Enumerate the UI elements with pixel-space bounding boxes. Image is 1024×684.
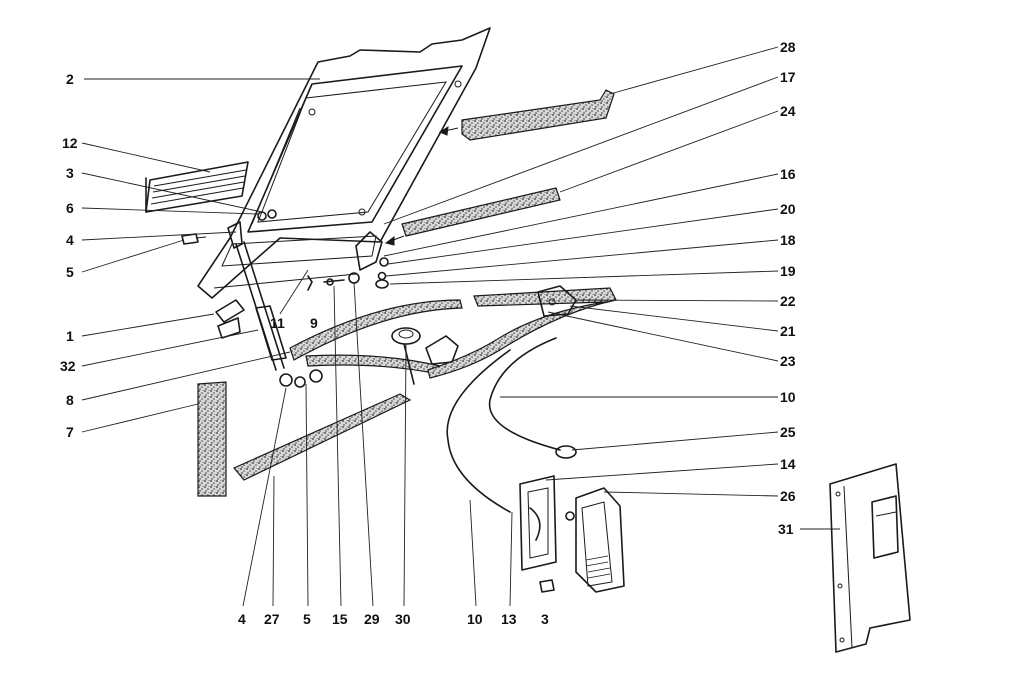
- callout-27: 27: [264, 611, 280, 627]
- callouts-inline: 11 9: [270, 315, 318, 331]
- callout-30: 30: [395, 611, 411, 627]
- handle-bezel: [519, 475, 557, 571]
- callout-2: 2: [66, 71, 74, 87]
- callout-5-bottom: 5: [303, 611, 311, 627]
- callout-7: 7: [66, 424, 74, 440]
- release-cable-outer: [446, 349, 511, 513]
- bracket-1: [215, 299, 245, 339]
- callout-10-bottom: 10: [467, 611, 483, 627]
- callout-8: 8: [66, 392, 74, 408]
- callout-15: 15: [332, 611, 348, 627]
- callout-29: 29: [364, 611, 380, 627]
- lid-frame: [197, 27, 491, 299]
- callout-9: 9: [310, 315, 318, 331]
- hinge-assembly: [348, 231, 389, 289]
- callout-19: 19: [780, 263, 796, 279]
- leader-lines: [81, 46, 840, 607]
- callouts-left: 2 12 3 6 4 5 1 32 8 7: [60, 71, 78, 440]
- weatherstrip: [289, 287, 617, 379]
- callouts-right: 28 17 24 16 20 18 19 22 21 23 10 25 14 2…: [778, 39, 796, 537]
- callout-23: 23: [780, 353, 796, 369]
- callout-12: 12: [62, 135, 78, 151]
- callout-28: 28: [780, 39, 796, 55]
- callout-31: 31: [778, 521, 794, 537]
- seal-24: [401, 187, 561, 237]
- handle-26: [565, 487, 625, 593]
- foam-pad-7: [197, 381, 227, 497]
- louver-grille: [145, 161, 249, 213]
- callout-14: 14: [780, 456, 796, 472]
- foam-strip-27: [233, 393, 412, 481]
- callout-22: 22: [780, 293, 796, 309]
- callout-16: 16: [780, 166, 796, 182]
- callout-13: 13: [501, 611, 517, 627]
- seal-28: [461, 89, 615, 141]
- callout-18: 18: [780, 232, 796, 248]
- latch-assembly: [537, 285, 577, 317]
- callout-11: 11: [270, 315, 285, 331]
- callout-26: 26: [780, 488, 796, 504]
- callout-32: 32: [60, 358, 76, 374]
- callout-4-bottom: 4: [238, 611, 246, 627]
- callout-21: 21: [780, 323, 796, 339]
- gas-strut: [235, 241, 323, 388]
- release-cable-inner: [488, 337, 561, 451]
- callout-3: 3: [66, 165, 74, 181]
- callout-4: 4: [66, 232, 74, 248]
- callout-24: 24: [780, 103, 796, 119]
- callout-6: 6: [66, 200, 74, 216]
- callouts-bottom: 4 27 5 15 29 30 10 13 3: [238, 611, 549, 627]
- callout-3-bottom: 3: [541, 611, 549, 627]
- side-panel-31: [829, 463, 911, 653]
- callout-1: 1: [66, 328, 74, 344]
- callout-10-right: 10: [780, 389, 796, 405]
- callout-17: 17: [780, 69, 796, 85]
- callout-25: 25: [780, 424, 796, 440]
- callout-5: 5: [66, 264, 74, 280]
- callout-20: 20: [780, 201, 796, 217]
